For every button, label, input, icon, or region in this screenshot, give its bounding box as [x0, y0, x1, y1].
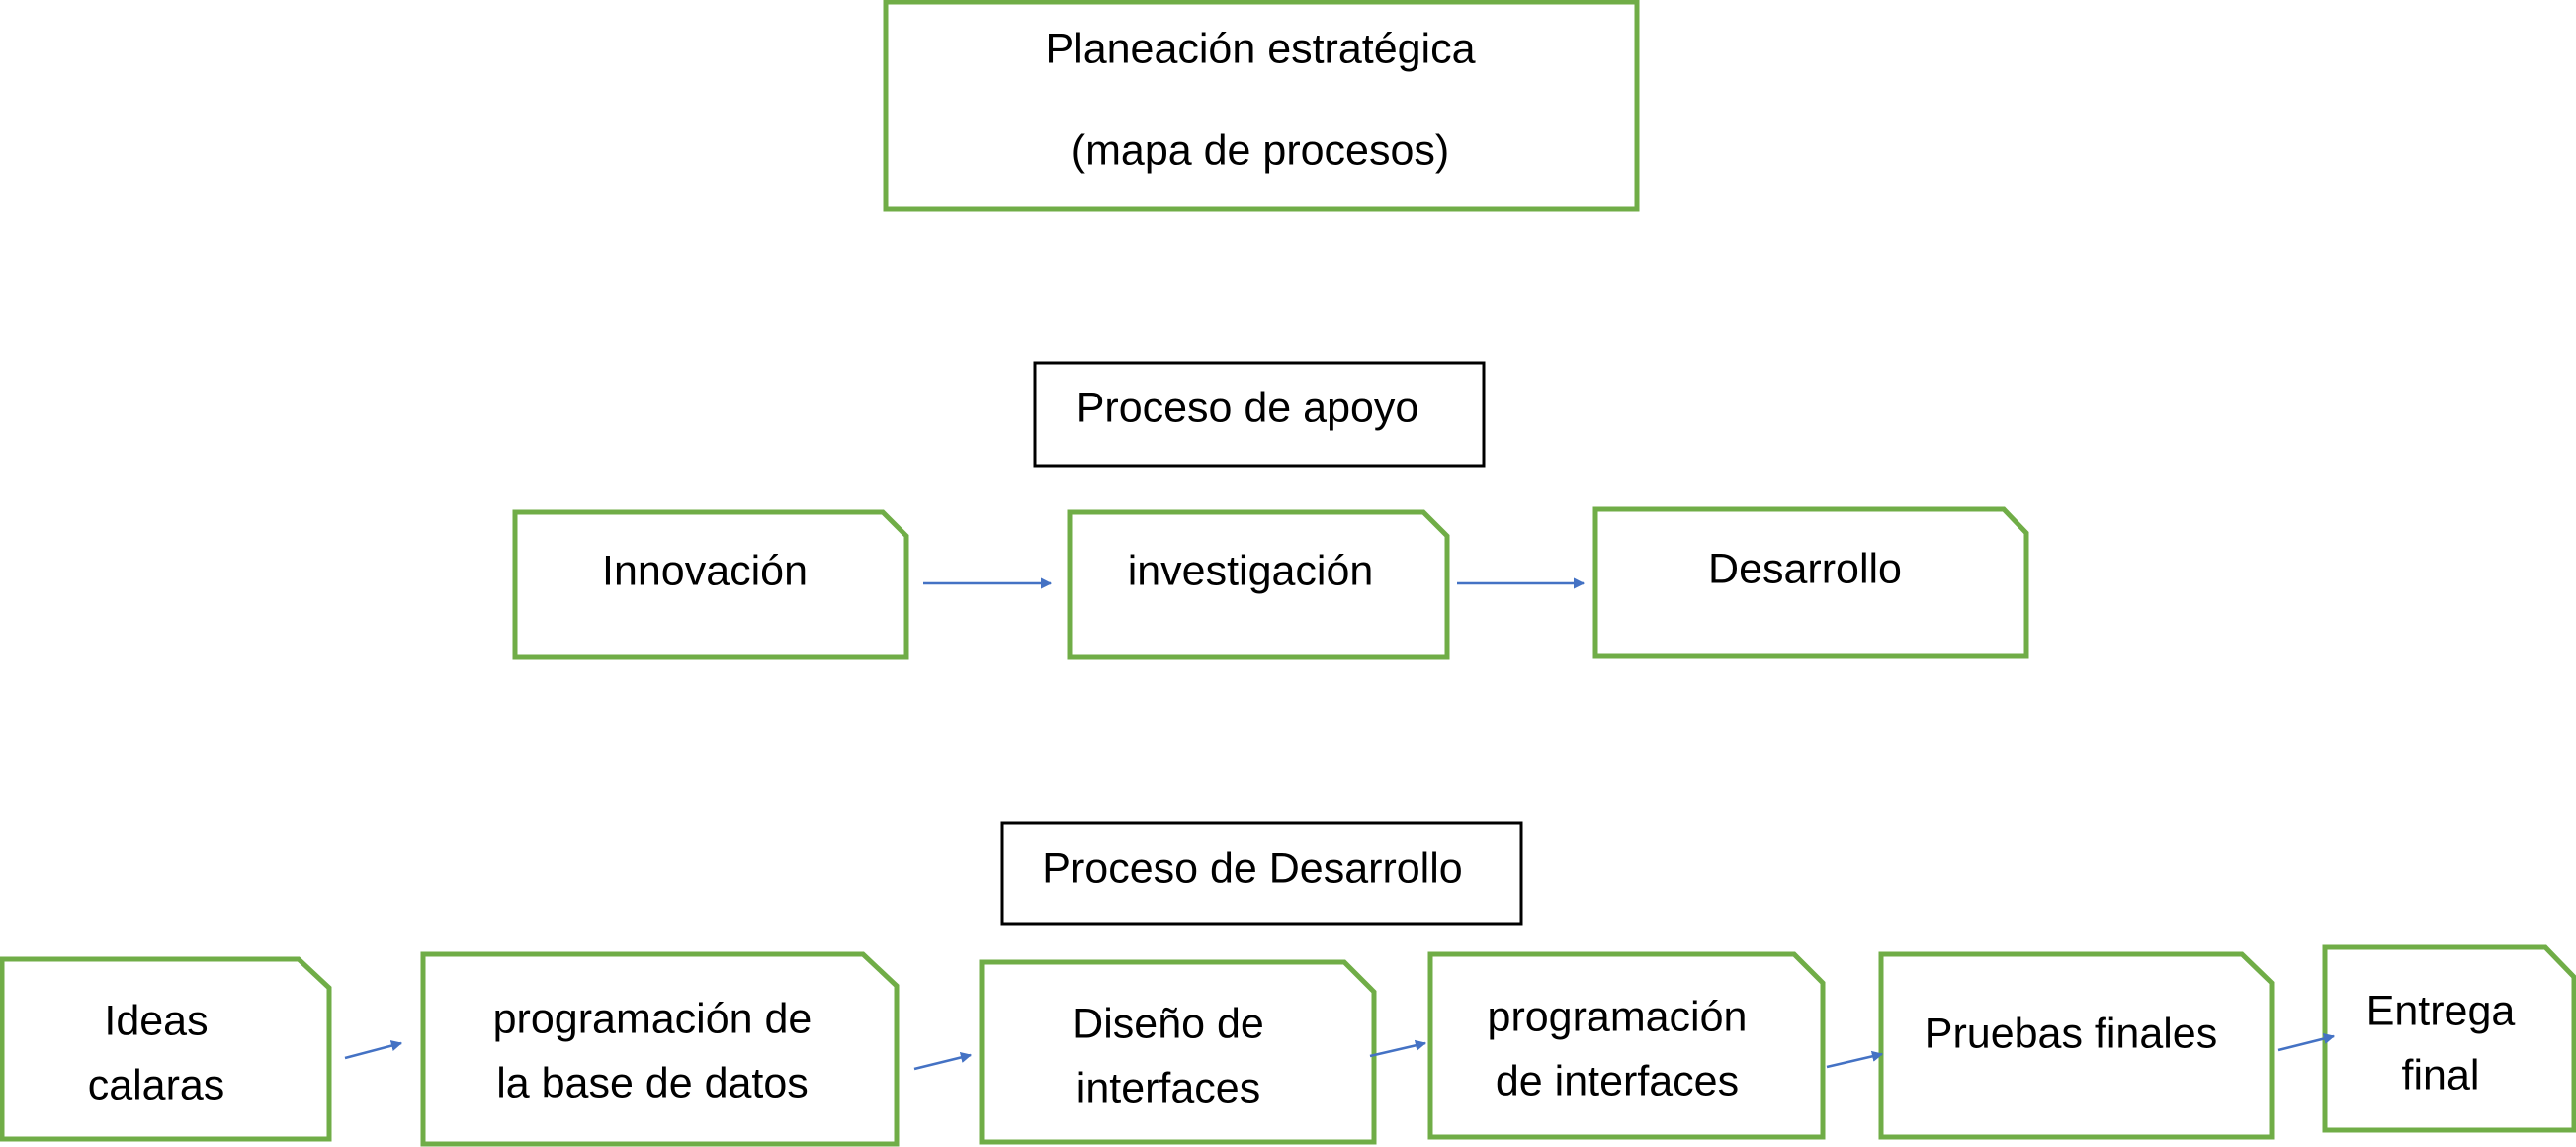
- dev-step-label-line-2: calaras: [88, 1061, 225, 1108]
- support-step-investigacion: investigación: [1067, 509, 1450, 660]
- dev-step-label-line-1: Diseño de: [1073, 1000, 1264, 1047]
- dev-step-label-line-2: la base de datos: [496, 1059, 809, 1106]
- dev-step-label-line-2: final: [2402, 1051, 2480, 1099]
- dev-step-interface-programming: programación de interfaces: [1427, 951, 1826, 1140]
- support-step-innovacion: Innovación: [512, 509, 909, 660]
- dev-arrow-3: [1369, 1039, 1427, 1058]
- dev-arrow-1: [344, 1040, 403, 1060]
- support-step-desarrollo: Desarrollo: [1592, 506, 2029, 659]
- support-step-label: investigación: [1128, 547, 1374, 594]
- dev-step-label-line-2: interfaces: [1076, 1064, 1260, 1111]
- strategic-planning-node: Planeación estratégica (mapa de procesos…: [883, 0, 1640, 212]
- development-process-title: Proceso de Desarrollo: [1042, 844, 1462, 892]
- dev-arrow-2: [913, 1051, 973, 1071]
- dev-step-ideas: Ideas calaras: [0, 956, 332, 1142]
- support-process-title-box: Proceso de apoyo: [1033, 361, 1486, 468]
- dev-step-final-delivery: Entrega final: [2322, 944, 2576, 1133]
- support-step-label: Innovación: [602, 547, 808, 594]
- dev-step-label: Pruebas finales: [1925, 1010, 2217, 1057]
- dev-step-label-line-1: programación: [1488, 993, 1748, 1040]
- dev-step-interface-design: Diseño de interfaces: [979, 959, 1377, 1145]
- strategic-planning-line-2: (mapa de procesos): [1072, 127, 1449, 174]
- dev-arrow-4: [1826, 1050, 1884, 1069]
- support-step-label: Desarrollo: [1708, 545, 1902, 592]
- dev-step-label-line-1: Ideas: [104, 997, 208, 1044]
- dev-step-label-line-1: programación de: [493, 995, 813, 1042]
- support-process-title: Proceso de apoyo: [1076, 384, 1419, 431]
- dev-step-db-programming: programación de la base de datos: [420, 951, 900, 1147]
- strategic-planning-line-1: Planeación estratégica: [1045, 25, 1475, 72]
- dev-step-final-tests: Pruebas finales: [1878, 951, 2275, 1140]
- dev-arrow-5: [2277, 1032, 2336, 1052]
- dev-step-label-line-2: de interfaces: [1496, 1057, 1739, 1104]
- development-process-title-box: Proceso de Desarrollo: [1000, 821, 1523, 926]
- dev-step-label-line-1: Entrega: [2366, 987, 2516, 1034]
